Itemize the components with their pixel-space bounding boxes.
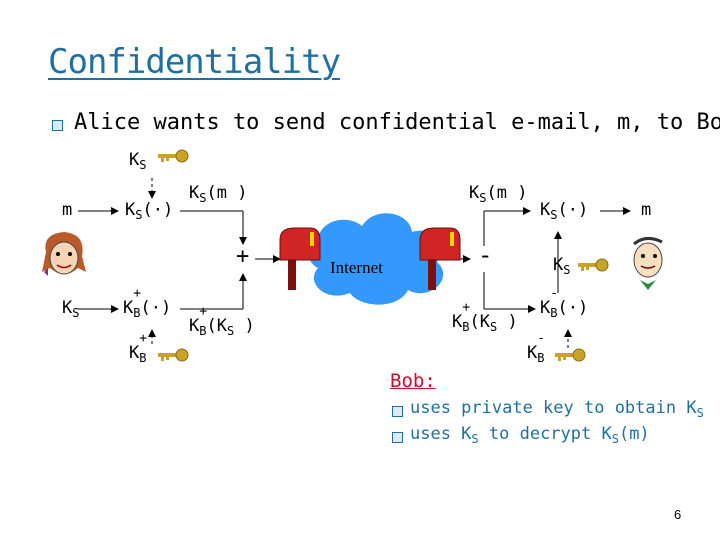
key-icon (578, 258, 609, 272)
bob-face-icon (633, 237, 663, 290)
plus-operator: + (236, 244, 250, 269)
kb-plus-key-label: K+B (129, 331, 148, 365)
m-right-label: m (641, 200, 652, 220)
slide-title: Confidentiality (48, 42, 341, 82)
key-icon (158, 149, 189, 163)
ks-top-label: KS (129, 150, 147, 172)
kb-ks-right-label: K+B(KS ) (452, 300, 518, 334)
kb-plus-fn-label: K+B(·) (123, 286, 172, 320)
kb-minus-fn-label: K-B(·) (540, 286, 589, 320)
alice-face-icon (42, 232, 86, 276)
bob-bullet-1 (392, 406, 403, 417)
bob-item-2: uses KS to decrypt KS(m) (410, 424, 650, 446)
key-icon (158, 348, 189, 362)
ks-m-left-label: KS(m ) (189, 183, 248, 205)
decrypt-sym-label: KS(·) (540, 200, 589, 222)
mailbox-icon (419, 227, 461, 290)
kb-minus-key-label: K-B (527, 331, 546, 365)
key-icon (555, 348, 586, 362)
plus-node (231, 247, 255, 271)
m-left-label: m (62, 200, 73, 220)
ks-left-label: KS (62, 298, 80, 320)
page-number: 6 (674, 507, 682, 522)
bob-item-1: uses private key to obtain KS (410, 398, 704, 420)
internet-label: Internet (330, 258, 383, 277)
bullet-marker (52, 120, 63, 131)
bob-heading: Bob: (390, 370, 436, 392)
internet-cloud-icon (309, 213, 444, 305)
ks-right-label: KS (553, 255, 571, 277)
mailbox-icon (279, 227, 321, 290)
minus-node (472, 247, 496, 271)
ks-m-right-label: KS(m ) (469, 183, 528, 205)
bullet-text: Alice wants to send confidential e-mail,… (74, 110, 720, 135)
kb-ks-left-label: K+B(KS ) (189, 304, 255, 338)
encrypt-sym-label: KS(·) (125, 200, 174, 222)
bob-bullet-2 (392, 432, 403, 443)
minus-operator: - (478, 241, 493, 269)
